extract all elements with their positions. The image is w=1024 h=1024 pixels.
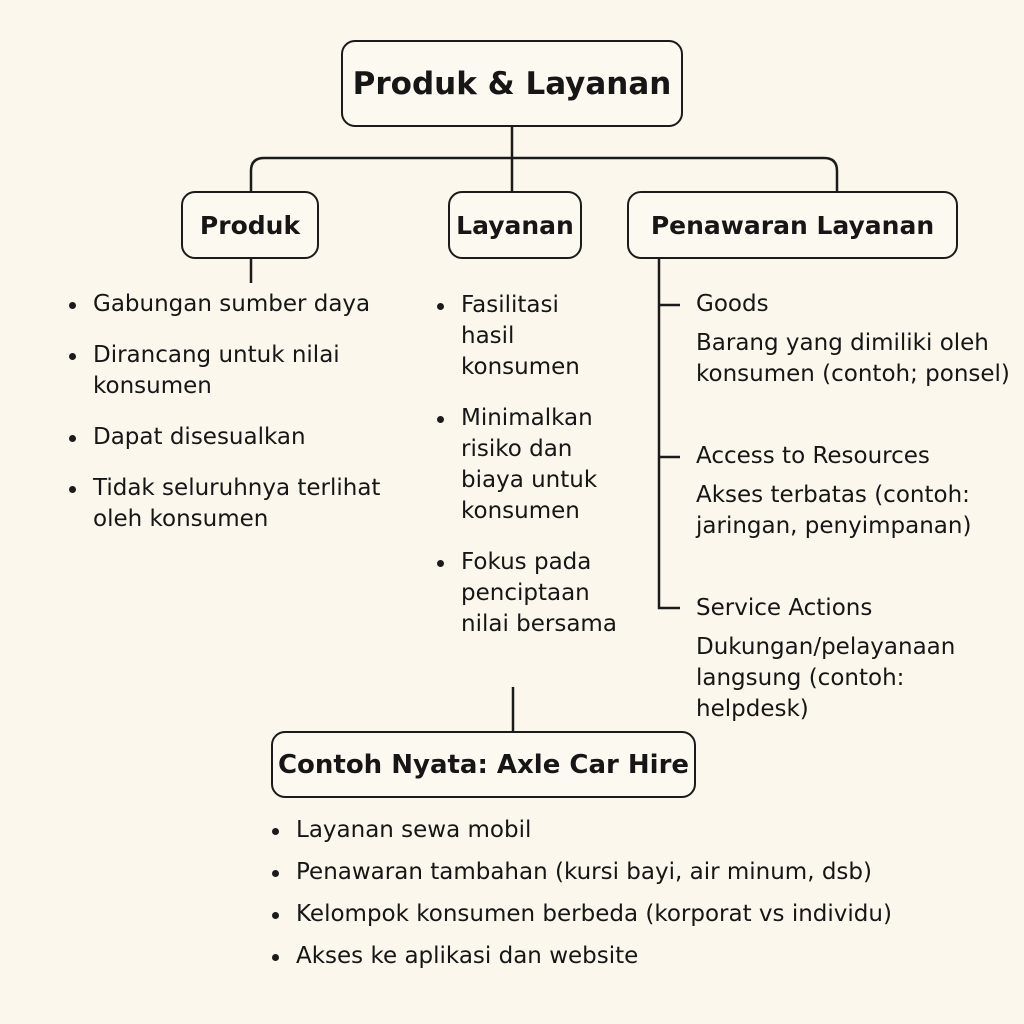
offer-service-desc: Dukungan/pelayanaan langsung (contoh: he… [696, 634, 956, 722]
layanan-bullet-list: Fasilitasi hasil konsumen Minimalkan ris… [437, 290, 617, 660]
penawaran-layanan-node: Penawaran Layanan [627, 191, 958, 259]
produk-node: Produk [181, 191, 319, 259]
root-node: Produk & Layanan [341, 40, 683, 127]
contoh-bullet-item: Akses ke aplikasi dan website [272, 941, 972, 972]
offer-goods-desc: Barang yang dimiliki oleh konsumen (cont… [696, 330, 1010, 387]
offer-service-actions: Service Actions Dukungan/pelayanaan lang… [696, 593, 1016, 725]
contoh-bullet-item: Layanan sewa mobil [272, 815, 972, 846]
produk-bullet-item: Gabungan sumber daya [69, 289, 399, 320]
produk-label: Produk [199, 210, 301, 240]
offer-goods: Goods Barang yang dimiliki oleh konsumen… [696, 289, 1016, 390]
contoh-nyata-node: Contoh Nyata: Axle Car Hire [271, 731, 696, 798]
layanan-label: Layanan [456, 210, 574, 240]
produk-bullet-list: Gabungan sumber daya Dirancang untuk nil… [69, 289, 399, 555]
penawaran-spine-line [657, 259, 680, 610]
contoh-bullet-list: Layanan sewa mobil Penawaran tambahan (k… [272, 815, 972, 983]
produk-bullet-item: Dapat disesualkan [69, 422, 399, 453]
root-label: Produk & Layanan [352, 65, 672, 102]
contoh-bullet-item: Penawaran tambahan (kursi bayi, air minu… [272, 857, 972, 888]
layanan-bullet-item: Fokus pada penciptaan nilai bersama [437, 547, 617, 640]
offer-access-desc: Akses terbatas (contoh: jaringan, penyim… [696, 482, 972, 539]
layanan-bullet-item: Fasilitasi hasil konsumen [437, 290, 617, 383]
offer-goods-title: Goods [696, 291, 769, 317]
branch-bar-line [249, 156, 839, 191]
offer-access-title: Access to Resources [696, 443, 930, 469]
produk-bullet-item: Tidak seluruhnya terlihat oleh konsumen [69, 473, 399, 535]
offer-access-to-resources: Access to Resources Akses terbatas (cont… [696, 441, 1016, 542]
contoh-label: Contoh Nyata: Axle Car Hire [277, 749, 690, 780]
penawaran-label: Penawaran Layanan [650, 210, 935, 240]
layanan-bullet-item: Minimalkan risiko dan biaya untuk konsum… [437, 403, 617, 527]
produk-bullet-item: Dirancang untuk nilai konsumen [69, 340, 399, 402]
layanan-node: Layanan [448, 191, 582, 259]
contoh-bullet-item: Kelompok konsumen berbeda (korporat vs i… [272, 899, 972, 930]
offer-service-title: Service Actions [696, 595, 873, 621]
